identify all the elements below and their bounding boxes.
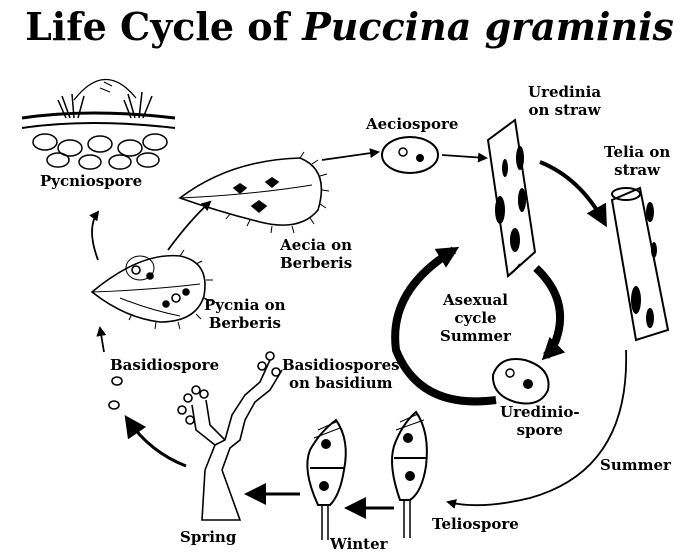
urediniospore-label: Uredinio- spore xyxy=(500,403,580,439)
asexual-line-1: Asexual xyxy=(440,291,511,309)
aecia-line-2: Berberis xyxy=(280,254,352,272)
arrow-aeciospore-to-uredinia xyxy=(442,155,486,158)
telia-label: Telia on straw xyxy=(604,143,670,179)
teliospore xyxy=(392,412,427,538)
asexual-line-3: Summer xyxy=(440,327,511,345)
arrow-basidiospore-to-pycnia xyxy=(100,328,104,352)
pycnia-line-1: Pycnia on xyxy=(204,296,286,314)
telia-line-2: straw xyxy=(604,161,670,179)
arrow-pycnia-to-aecia xyxy=(168,202,210,250)
teliospore-winter xyxy=(307,420,345,540)
aeciospore-label: Aeciospore xyxy=(366,115,458,133)
uredinia-label: Uredinia on straw xyxy=(528,83,601,119)
telia-straw-stem xyxy=(612,188,668,340)
berberis-leaf-pycnia xyxy=(92,250,213,329)
arrow-pycnia-to-pycniospore xyxy=(92,212,98,260)
uredinia-line-2: on straw xyxy=(528,101,601,119)
uredinio-line-1: Uredinio- xyxy=(500,403,580,421)
asexual-cycle-label: Asexual cycle Summer xyxy=(440,291,511,345)
aecia-line-1: Aecia on xyxy=(280,236,352,254)
arrow-spring-to-basidiospore xyxy=(128,420,186,466)
asexual-line-2: cycle xyxy=(440,309,511,327)
aecia-label: Aecia on Berberis xyxy=(280,236,352,272)
basidiospores-label: Basidiospores on basidium xyxy=(282,356,400,392)
cycle-arrows xyxy=(92,152,626,508)
uredinio-line-2: spore xyxy=(500,421,580,439)
teliospore-label: Teliospore xyxy=(432,515,519,533)
pycnium-tissue-illustration xyxy=(22,79,175,169)
berberis-leaf-aecia xyxy=(180,152,329,233)
basidiospore-label: Basidiospore xyxy=(110,356,219,374)
uredinia-line-1: Uredinia xyxy=(528,83,601,101)
pycniospore-label: Pycniospore xyxy=(40,172,142,190)
arrow-uredinia-to-telia xyxy=(540,162,604,222)
arrow-asexual-right xyxy=(536,268,560,356)
pycnia-line-2: Berberis xyxy=(204,314,286,332)
arrow-leaf-to-aeciospore xyxy=(322,152,378,160)
winter-label: Winter xyxy=(330,535,388,553)
uredinia-straw-stem xyxy=(488,120,535,276)
urediniospore-cell xyxy=(493,359,549,404)
spring-label: Spring xyxy=(180,528,236,546)
telia-line-1: Telia on xyxy=(604,143,670,161)
aeciospore-cell xyxy=(382,137,438,173)
pycnia-label: Pycnia on Berberis xyxy=(204,296,286,332)
basidiospores-line-2: on basidium xyxy=(282,374,400,392)
basidiospores-line-1: Basidiospores xyxy=(282,356,400,374)
summer-label: Summer xyxy=(600,456,671,474)
